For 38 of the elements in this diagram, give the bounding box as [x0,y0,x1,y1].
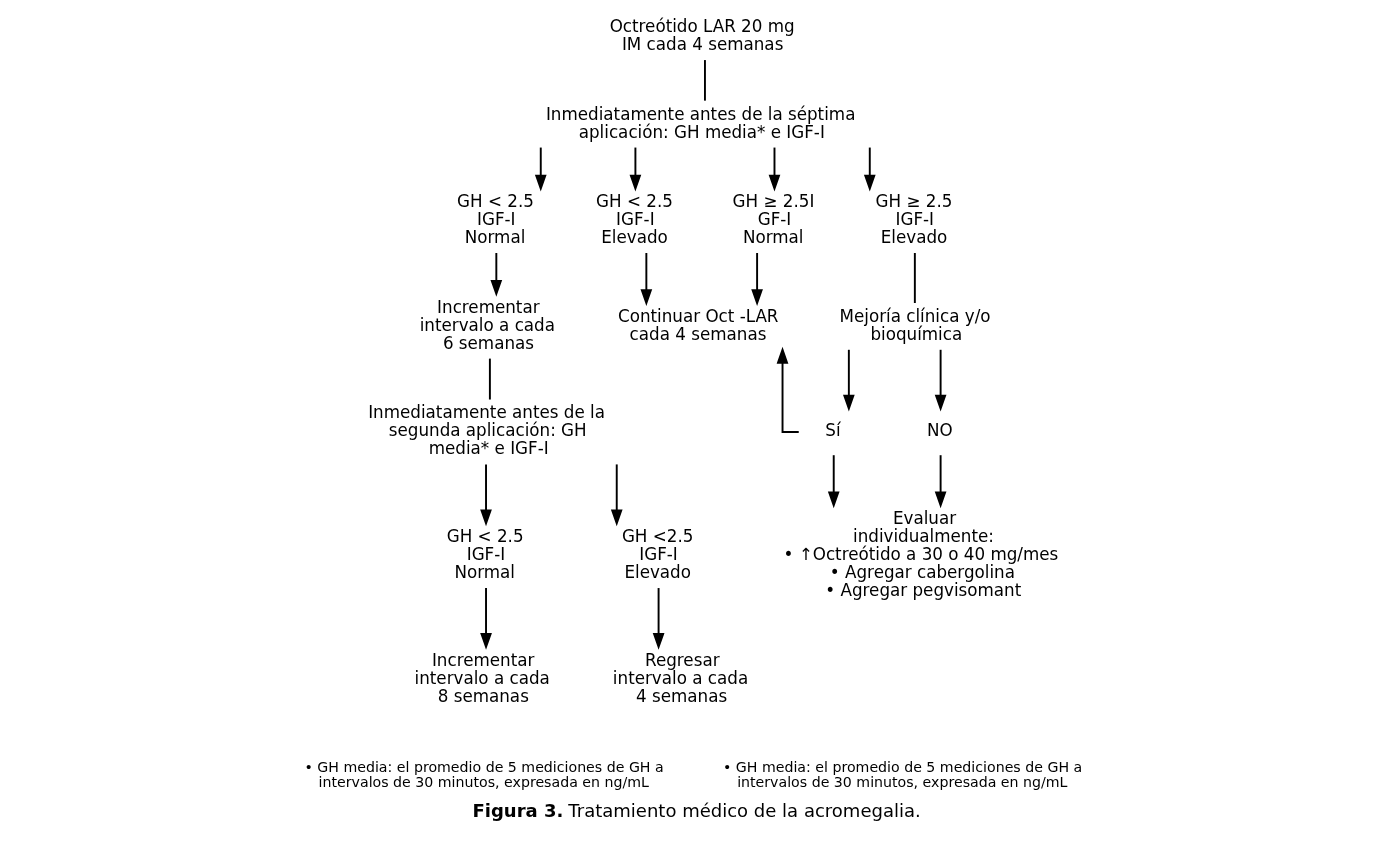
arrow [934,348,946,412]
node-text: GH < 2.5 IGF-I Normal [446,525,524,582]
connector [913,252,916,304]
node-text: Mejoría clínica y/o bioquímica [839,305,991,344]
arrow [842,348,855,412]
node-text: GH ≥ 2.5I GF-I Normal [732,191,814,248]
arrow [479,463,492,527]
node-text: NO [926,420,953,441]
arrow [934,454,946,509]
arrow [489,252,502,297]
label: • GH media: el promedio de 5 mediciones de GH a intervalos de 30 minutos, expresada en ng/mL [722,758,1082,791]
arrow [629,146,641,192]
node-text: Incrementar intervalo a cada 6 semanas [419,296,555,353]
arrow [640,252,652,306]
arrow [768,146,780,192]
node-text: GH < 2.5 IGF-I Normal [456,191,534,248]
node-text: Regresar intervalo a cada 4 semanas [612,649,748,706]
arrow [827,454,840,509]
connector [488,357,491,401]
arrow [610,463,623,527]
label: • GH media: el promedio de 5 mediciones de GH a intervalos de 30 minutos, expresada en ng/mL [303,758,664,791]
node-text: Octreótido LAR 20 mg IM cada 4 semanas [609,15,795,54]
arrow [750,252,763,306]
node-text: Inmediatamente antes de la séptima aplicación: GH media* e IGF-I [545,103,855,142]
node-text: GH <2.5 IGF-I Elevado [621,525,693,582]
connector [703,59,706,102]
node-text: Continuar Oct -LAR cada 4 semanas [617,305,779,344]
node-text: GH ≥ 2.5 IGF-I Elevado [875,191,952,248]
arrow [652,587,664,650]
arrow [534,146,547,192]
node-text: Sí [824,420,841,441]
node-text: GH < 2.5 IGF-I Elevado [595,191,673,248]
arrow [479,587,492,650]
caption: Figura 3. Tratamiento médico de la acromegalia. [472,800,921,822]
node-text: Inmediatamente antes de la segunda aplicación: GH media* e IGF-I [367,402,605,459]
node-text: Evaluar individualmente: • ↑Octreótido a 30 o 40 mg/mes • Agregar cabergolina • Agregar pegvisomant [783,507,1058,601]
arrow [863,146,876,192]
node-text: Incrementar intervalo a cada 8 semanas [414,649,550,706]
